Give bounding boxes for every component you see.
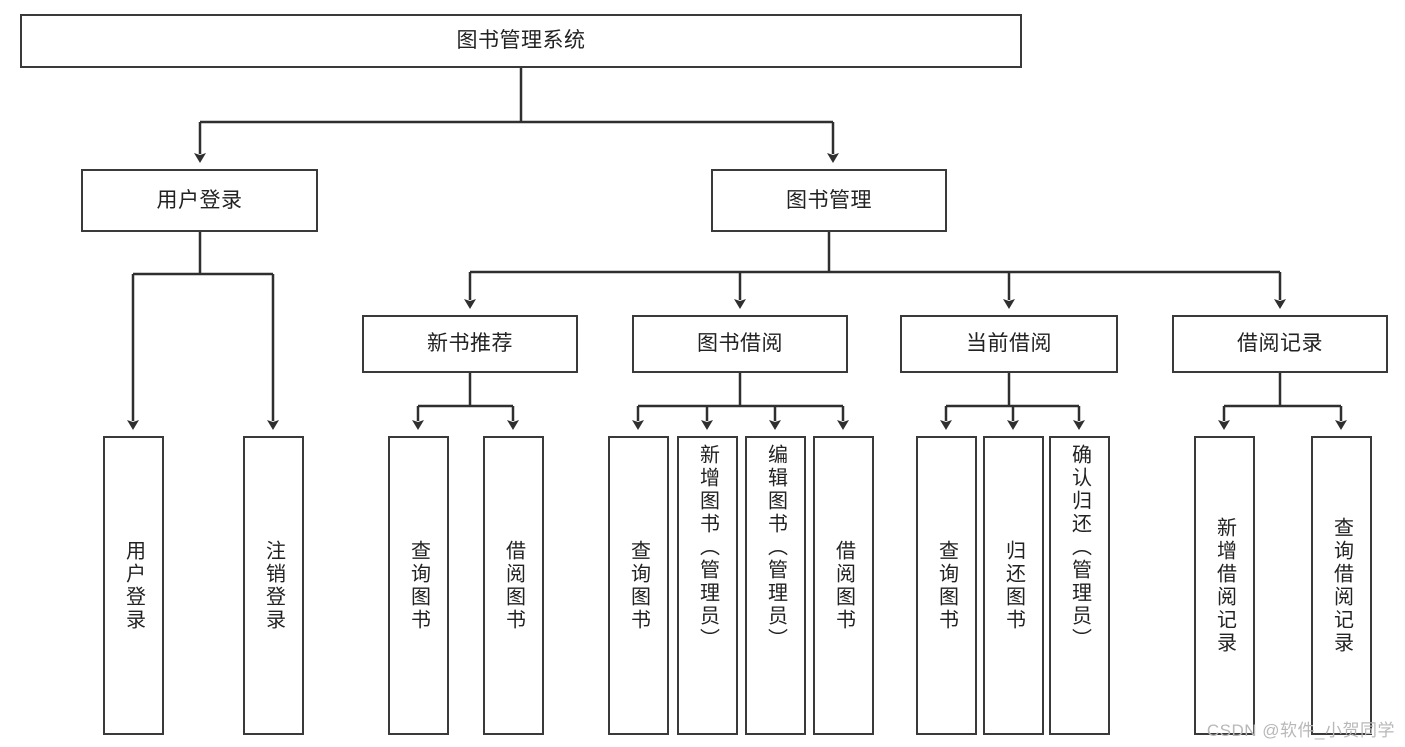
node-leaf-query-book-2-label: 查询图书: [627, 539, 650, 632]
node-leaf-confirm-return[interactable]: 确认归还（管理员）: [1049, 436, 1110, 735]
node-borrow-record[interactable]: 借阅记录: [1172, 315, 1388, 373]
node-leaf-query-record[interactable]: 查询借阅记录: [1311, 436, 1372, 735]
node-leaf-confirm-return-label: 确认归还（管理员）: [1068, 444, 1091, 651]
node-leaf-add-book-label: 新增图书（管理员）: [696, 444, 719, 651]
node-leaf-borrow-book-1[interactable]: 借阅图书: [483, 436, 544, 735]
node-leaf-query-book-2[interactable]: 查询图书: [608, 436, 669, 735]
node-leaf-query-book-3-label: 查询图书: [935, 539, 958, 632]
node-leaf-add-record[interactable]: 新增借阅记录: [1194, 436, 1255, 735]
node-new-book-rec-label: 新书推荐: [427, 332, 513, 356]
node-leaf-logout-label: 注销登录: [262, 539, 285, 632]
node-leaf-return-book-label: 归还图书: [1002, 539, 1025, 632]
node-user-login-label: 用户登录: [156, 188, 243, 212]
node-leaf-borrow-book-1-label: 借阅图书: [502, 539, 525, 632]
node-user-login[interactable]: 用户登录: [81, 169, 318, 232]
node-book-borrow-label: 图书借阅: [697, 332, 783, 356]
node-book-manage[interactable]: 图书管理: [711, 169, 947, 232]
node-leaf-add-book[interactable]: 新增图书（管理员）: [677, 436, 738, 735]
node-book-manage-label: 图书管理: [786, 188, 872, 212]
node-leaf-borrow-book-2-label: 借阅图书: [832, 539, 855, 632]
node-book-borrow[interactable]: 图书借阅: [632, 315, 848, 373]
node-root-label: 图书管理系统: [456, 29, 586, 53]
node-leaf-user-login-label: 用户登录: [122, 539, 145, 632]
node-leaf-add-record-label: 新增借阅记录: [1213, 516, 1236, 655]
node-current-borrow[interactable]: 当前借阅: [900, 315, 1118, 373]
node-new-book-rec[interactable]: 新书推荐: [362, 315, 578, 373]
node-leaf-edit-book[interactable]: 编辑图书（管理员）: [745, 436, 806, 735]
node-leaf-return-book[interactable]: 归还图书: [983, 436, 1044, 735]
node-leaf-user-login[interactable]: 用户登录: [103, 436, 164, 735]
node-leaf-logout[interactable]: 注销登录: [243, 436, 304, 735]
node-leaf-query-book-1-label: 查询图书: [407, 539, 430, 632]
node-root[interactable]: 图书管理系统: [20, 14, 1022, 68]
node-leaf-borrow-book-2[interactable]: 借阅图书: [813, 436, 874, 735]
node-current-borrow-label: 当前借阅: [966, 332, 1052, 356]
node-leaf-query-book-1[interactable]: 查询图书: [388, 436, 449, 735]
node-leaf-edit-book-label: 编辑图书（管理员）: [764, 444, 787, 651]
node-leaf-query-book-3[interactable]: 查询图书: [916, 436, 977, 735]
node-leaf-query-record-label: 查询借阅记录: [1330, 516, 1353, 655]
node-borrow-record-label: 借阅记录: [1237, 332, 1323, 356]
